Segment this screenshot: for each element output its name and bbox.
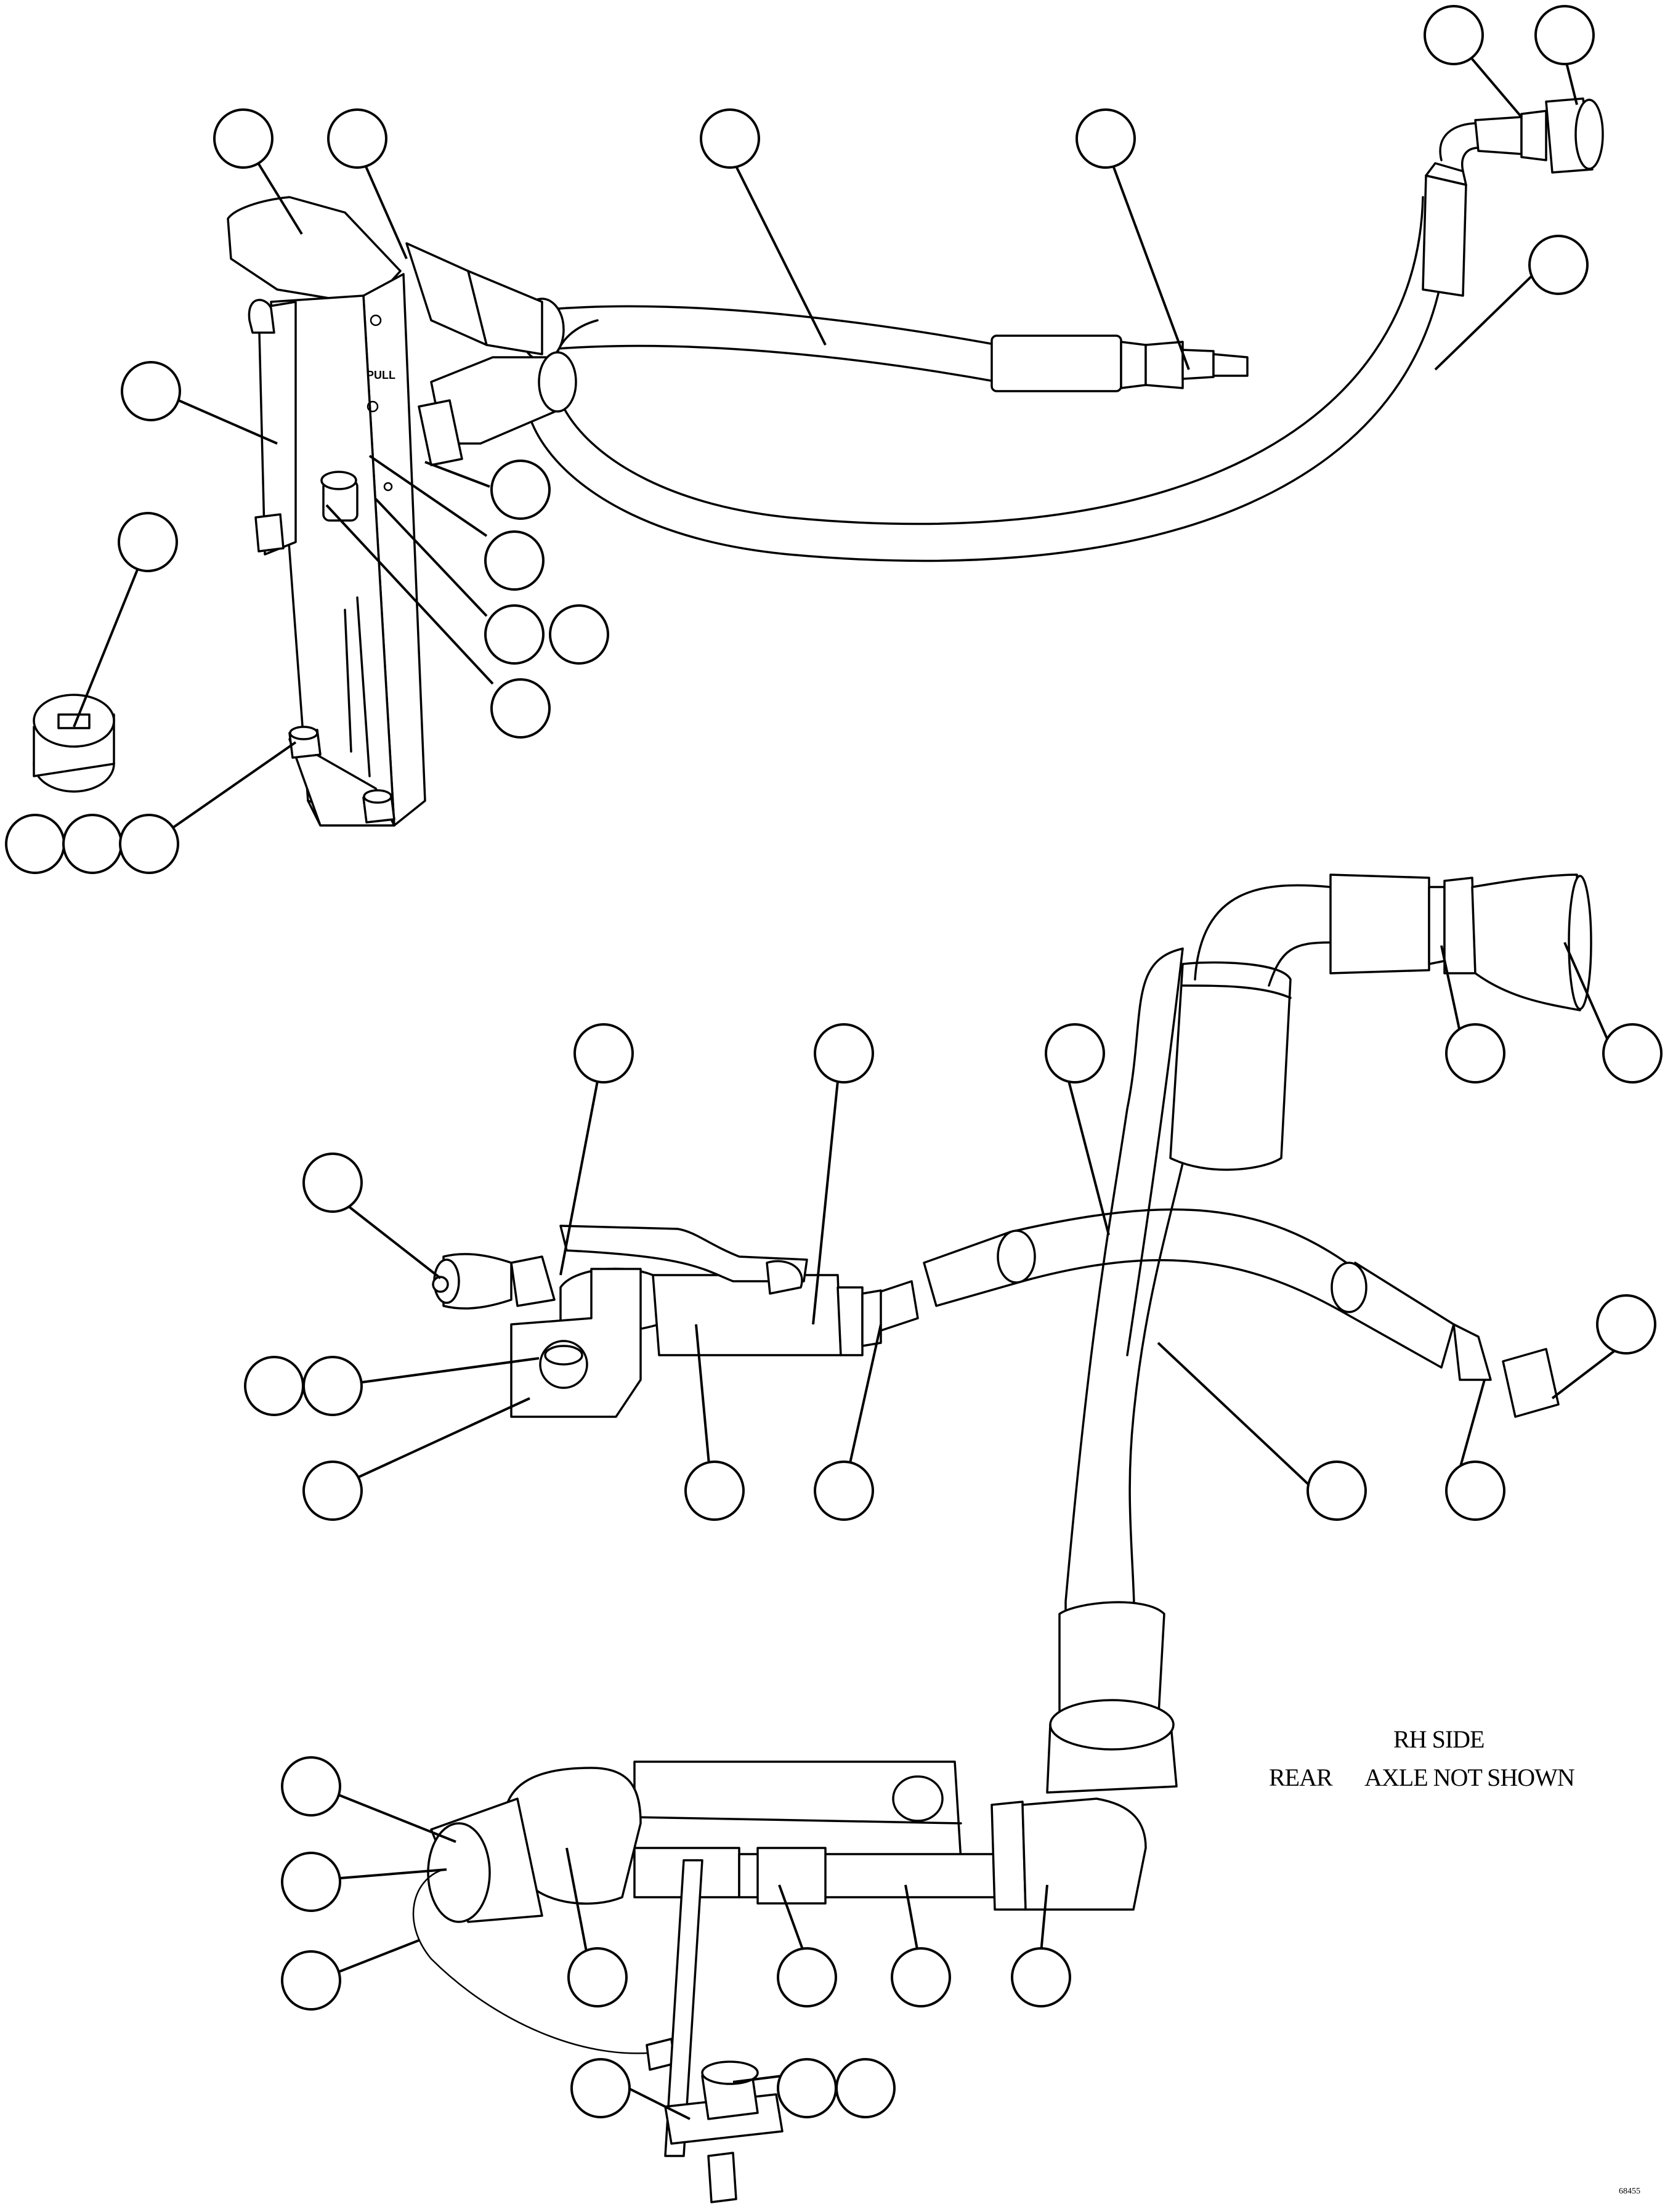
- callout-bubble: [567, 1947, 628, 2007]
- callout-bubble: [118, 512, 178, 572]
- callout-bubble: [1602, 1023, 1663, 1084]
- callout-bubble: [777, 1947, 837, 2007]
- callout-bubble: [5, 814, 65, 874]
- upper-coupler: [1194, 873, 1592, 1011]
- callout-bubble: [327, 108, 387, 169]
- view-label-rear: REAR: [1269, 1764, 1333, 1791]
- right-coupler: [1474, 97, 1604, 174]
- callouts: [5, 5, 1663, 2120]
- callout-bubble: [62, 814, 123, 874]
- callout-bubble: [1534, 5, 1595, 65]
- callout-bubble: [281, 1950, 341, 2011]
- callout-bubble: [121, 361, 181, 421]
- callout-bubble: [835, 2058, 896, 2118]
- callout-bubble: [490, 460, 551, 520]
- callout-bubble: [573, 1023, 634, 1084]
- lower-assembly: [412, 873, 1592, 2203]
- callout-bubble: [814, 1023, 874, 1084]
- valve-bracket: PULL: [227, 196, 426, 827]
- upper-assembly: PULL: [33, 97, 1604, 827]
- callout-bubble: [1306, 1460, 1367, 1521]
- callout-bubble: [700, 108, 760, 169]
- callout-bubble: [814, 1460, 874, 1521]
- callout-bubble: [302, 1356, 363, 1416]
- callout-bubble: [119, 814, 179, 874]
- lower-manifold: [412, 1760, 1147, 2071]
- callout-bubble: [1445, 1023, 1505, 1084]
- figure-id: 68455: [1619, 2187, 1640, 2196]
- callout-bubble: [244, 1356, 304, 1416]
- callout-bubble: [1045, 1023, 1105, 1084]
- callout-bubble: [302, 1153, 363, 1213]
- callout-bubble: [1076, 108, 1136, 169]
- callout-bubble: [281, 1756, 341, 1817]
- callout-bubble: [1445, 1460, 1505, 1521]
- callout-bubble: [570, 2058, 631, 2118]
- loose-cap: [33, 694, 115, 793]
- callout-bubble: [684, 1460, 745, 1521]
- callout-bubble: [1424, 5, 1484, 65]
- callout-bubble: [281, 1852, 341, 1912]
- lower-bracket: [664, 1859, 784, 2203]
- callout-bubble: [484, 604, 545, 665]
- callout-bubble: [891, 1947, 951, 2007]
- callout-bubble: [1528, 235, 1589, 295]
- callout-bubble: [213, 108, 273, 169]
- callout-bubble: [1011, 1947, 1071, 2007]
- callout-bubble: [490, 678, 551, 739]
- callout-bubble: [549, 604, 609, 665]
- middle-hose: [529, 305, 1249, 392]
- view-label-side: RH SIDE: [1393, 1725, 1485, 1753]
- callout-bubble: [484, 530, 545, 591]
- short-hoses: [405, 242, 577, 466]
- manifold: [432, 1225, 882, 1418]
- note-label: AXLE NOT SHOWN: [1364, 1764, 1575, 1791]
- callout-bubble: [1596, 1294, 1656, 1355]
- large-hose: [1046, 947, 1292, 1794]
- bracket-marking: PULL: [367, 369, 395, 381]
- callout-bubble: [777, 2058, 837, 2118]
- thin-hose: [873, 1208, 1560, 1418]
- callout-bubble: [302, 1460, 363, 1521]
